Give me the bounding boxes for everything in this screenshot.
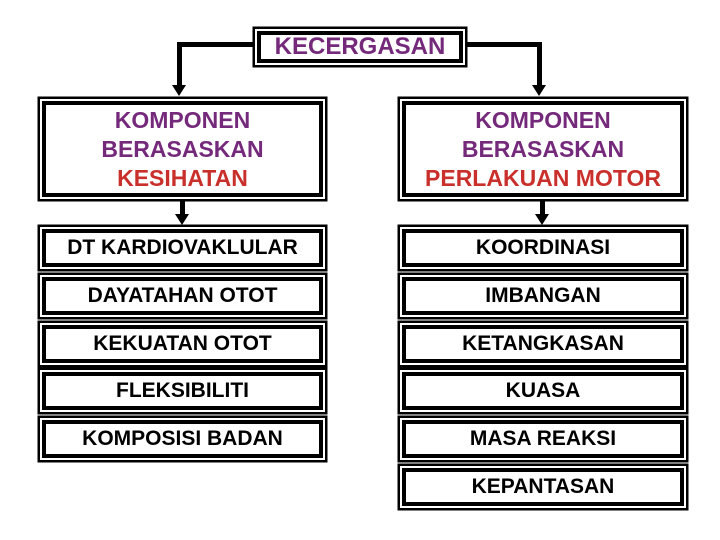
- arrow-down-icon: [532, 85, 546, 96]
- header-line-highlight: PERLAKUAN MOTOR: [425, 164, 661, 191]
- connector-left-header-vertical: [180, 201, 185, 215]
- list-item: KEPANTASAN: [402, 467, 684, 506]
- list-item-label: MASA REAKSI: [469, 427, 617, 451]
- header-line: KOMPONEN: [475, 106, 611, 133]
- list-item-label: FLEKSIBILITI: [116, 379, 249, 403]
- list-item: KOMPOSISI BADAN: [42, 420, 323, 459]
- right-branch-list: KOORDINASI IMBANGAN KETANGKASAN KUASA MA…: [402, 229, 684, 516]
- connector-title-left-vertical: [177, 42, 182, 86]
- list-item: KETANGKASAN: [402, 324, 684, 363]
- list-item-label: KEKUATAN OTOT: [93, 331, 272, 355]
- arrow-down-icon: [535, 214, 549, 225]
- title-box: KECERGASAN: [257, 31, 463, 63]
- list-item-label: DAYATAHAN OTOT: [87, 283, 278, 307]
- list-item-label: DT KARDIOVAKLULAR: [67, 236, 298, 259]
- connector-right-header-vertical: [540, 201, 545, 215]
- list-item: DAYATAHAN OTOT: [42, 276, 323, 315]
- header-line: BERASASKAN: [101, 135, 264, 162]
- connector-title-right-horizontal: [467, 42, 541, 47]
- left-branch-list: DT KARDIOVAKLULAR DAYATAHAN OTOT KEKUATA…: [42, 229, 323, 468]
- arrow-down-icon: [172, 85, 186, 96]
- list-item-label: KEPANTASAN: [471, 474, 615, 498]
- list-item-label: IMBANGAN: [485, 283, 601, 307]
- connector-title-left-horizontal: [179, 42, 253, 47]
- left-branch-header: KOMPONEN BERASASKAN KESIHATAN: [42, 101, 323, 197]
- list-item: KUASA: [402, 372, 684, 411]
- list-item-label: KUASA: [505, 379, 581, 403]
- right-branch-header: KOMPONEN BERASASKAN PERLAKUAN MOTOR: [402, 101, 684, 197]
- list-item-label: KOORDINASI: [475, 236, 611, 259]
- diagram-title: KECERGASAN: [274, 33, 446, 60]
- list-item: KEKUATAN OTOT: [42, 324, 323, 363]
- header-line: KOMPONEN: [114, 106, 251, 133]
- header-line-highlight: KESIHATAN: [117, 164, 248, 191]
- list-item: IMBANGAN: [402, 276, 684, 315]
- connector-title-right-vertical: [537, 42, 542, 86]
- arrow-down-icon: [175, 214, 189, 225]
- list-item-label: KOMPOSISI BADAN: [82, 427, 283, 451]
- list-item: KOORDINASI: [402, 229, 684, 267]
- list-item-label: KETANGKASAN: [462, 331, 624, 355]
- list-item: FLEKSIBILITI: [42, 372, 323, 411]
- list-item: DT KARDIOVAKLULAR: [42, 229, 323, 267]
- header-line: BERASASKAN: [461, 135, 625, 162]
- list-item: MASA REAKSI: [402, 420, 684, 459]
